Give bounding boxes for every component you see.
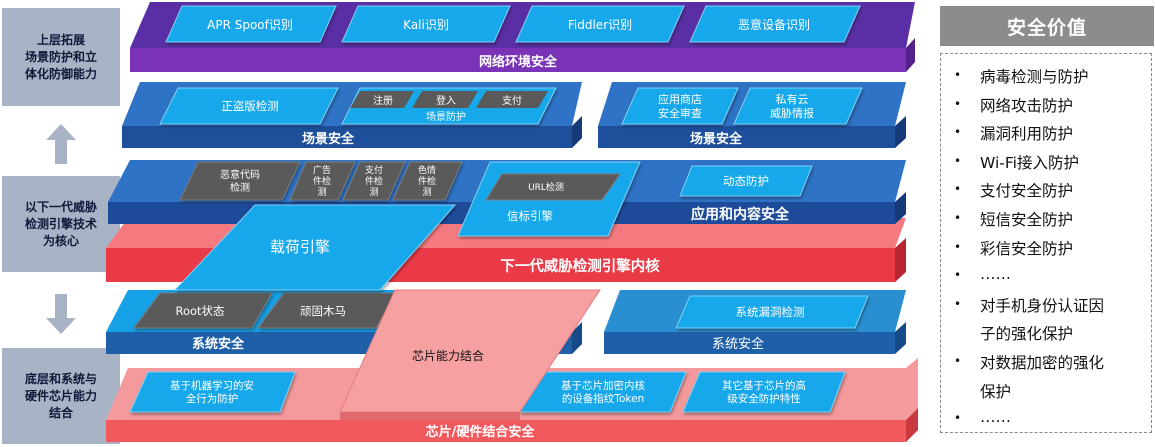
pay-detect-box — [342, 161, 406, 201]
bullet-icon: • — [954, 239, 962, 254]
security-value-text: Wi-Fi接入防护 — [980, 153, 1079, 172]
bullet-icon: • — [954, 125, 962, 140]
network-layer-title: 网络环境安全 — [479, 54, 558, 70]
private-cloud-box — [733, 87, 863, 125]
network-layer-front — [130, 48, 906, 72]
chip-combo-label: 芯片能力结合 — [412, 348, 484, 363]
stage-bottom-label: 底层和系统与 硬件芯片能力 结合 — [2, 348, 120, 444]
stage-upper-label: 上层拓展 场景防护和立 体化防御能力 — [2, 8, 120, 106]
other-chip-box — [682, 371, 846, 413]
system-layer-left-title: 系统安全 — [192, 336, 245, 352]
bullet-icon: • — [954, 96, 962, 111]
bullet-icon: • — [954, 411, 962, 426]
scene-protect-label: 场景防护 — [426, 110, 466, 123]
ml-behavior-box — [129, 371, 296, 413]
pay-detect-label: 支付件检测 — [365, 164, 383, 198]
security-layer-diagram: 芯片/硬件结合安全 系统安全 Root状态 顽固木马 系统安全 系统漏洞检测 芯… — [106, 2, 918, 442]
multiline-labels: 基于机器学习的安全行为防护 基于芯片加密内核的设备指纹Token 其它基于芯片的高级… — [170, 92, 814, 405]
piracy-label: 正盗版检测 — [221, 99, 279, 113]
security-value-text: 漏洞利用防护 — [980, 125, 1074, 144]
register-label: 注册 — [373, 94, 393, 107]
payload-engine-block: 载荷引擎 — [173, 204, 457, 291]
login-label: 登入 — [436, 94, 456, 107]
private-cloud-label: 私有云威胁情报 — [770, 92, 814, 120]
security-value-text: …… — [980, 408, 1011, 427]
login-chip — [412, 91, 478, 108]
vuln-label: 系统漏洞检测 — [736, 305, 805, 319]
beacon-engine-label: 信标引擎 — [507, 209, 553, 223]
security-value-text: 对数据加密的强化 — [980, 354, 1105, 372]
network-layer: 网络环境安全 APR Spoof识别 Kali识别 Fiddler识别 恶意设备… — [130, 2, 915, 72]
apr-spoof-label: APR Spoof识别 — [207, 18, 293, 32]
bullet-icon: • — [954, 182, 962, 197]
scene-layer-right: 场景安全 — [598, 82, 906, 148]
kali-label: Kali识别 — [403, 18, 449, 32]
security-value-text: 病毒检测与防护 — [980, 68, 1089, 86]
security-value-text: …… — [980, 265, 1011, 284]
bullet-icon: • — [954, 211, 962, 225]
system-layer-right-title: 系统安全 — [712, 336, 764, 352]
ad-detect-label: 广告件检测 — [313, 164, 331, 198]
security-value-panel: 安全价值 • 病毒检测与防护 • 网络攻击防护 • 漏洞利用防护 • Wi-Fi接入防护 • 支付… — [940, 6, 1154, 434]
scene-layer-left-title: 场景安全 — [302, 131, 355, 147]
pay-chip — [476, 91, 548, 108]
dynamic-protect-label: 动态防护 — [723, 174, 769, 188]
trojan-label: 顽固木马 — [300, 304, 346, 318]
security-value-text: 支付安全防护 — [980, 182, 1074, 201]
porn-detect-label: 色情件检测 — [418, 164, 436, 198]
malicious-code-label: 恶意代码检测 — [220, 168, 260, 194]
fiddler-label: Fiddler识别 — [568, 18, 632, 32]
app-store-label: 应用商店安全审查 — [658, 92, 702, 120]
bullet-icon: • — [954, 153, 962, 168]
ml-behavior-label: 基于机器学习的安全行为防护 — [170, 379, 254, 405]
porn-detect-box — [392, 161, 463, 201]
engine-layer-title: 下一代威胁检测引擎内核 — [500, 257, 660, 275]
malicious-device-box — [689, 5, 861, 43]
security-value-text: 子的强化保护 — [980, 325, 1074, 344]
kali-box — [341, 5, 511, 43]
security-value-list: • 病毒检测与防护 • 网络攻击防护 • 漏洞利用防护 • Wi-Fi接入防护 • 支付安全防护 •… — [940, 53, 1152, 433]
scene-layer-right-title: 场景安全 — [690, 131, 743, 147]
ad-detect-box — [289, 161, 356, 201]
malicious-code-box — [179, 161, 301, 201]
url-detect-label: URL检测 — [528, 181, 564, 193]
chip-layer-title: 芯片/硬件结合安全 — [426, 424, 536, 440]
chip-combine-block: 芯片能力结合 — [339, 289, 601, 420]
bullet-icon: • — [954, 268, 962, 283]
register-chip — [350, 91, 414, 108]
piracy-box — [159, 87, 339, 125]
apr-spoof-box — [165, 5, 337, 43]
system-layer-right: 系统安全 系统漏洞检测 — [604, 290, 906, 354]
trojan-box — [257, 292, 397, 329]
bullet-icon: • — [954, 354, 962, 368]
security-value-text: 网络攻击防护 — [980, 96, 1074, 115]
app-layer-title: 应用和内容安全 — [691, 206, 790, 223]
app-store-box — [621, 87, 739, 125]
malicious-device-label: 恶意设备识别 — [738, 17, 810, 32]
root-box — [133, 292, 273, 329]
arrow-up-icon — [46, 124, 76, 164]
payload-engine-label: 载荷引擎 — [270, 238, 330, 256]
security-value-text: 彩信安全防护 — [980, 239, 1074, 258]
bullet-icon: • — [954, 68, 962, 82]
security-value-text: 保护 — [980, 382, 1012, 401]
fiddler-box — [515, 5, 685, 43]
security-value-title: 安全价值 — [940, 6, 1154, 46]
token-label: 基于芯片加密内核的设备指纹Token — [561, 379, 645, 405]
vuln-box — [675, 295, 869, 329]
chip-layer-front — [106, 420, 906, 442]
bullet-icon: • — [954, 296, 962, 311]
root-label: Root状态 — [175, 304, 225, 318]
stage-middle-label: 以下一代威胁 检测引擎技术 为核心 — [2, 176, 120, 272]
other-chip-label: 其它基于芯片的高级安全防护特性 — [722, 379, 806, 405]
url-detect-box — [485, 173, 621, 201]
arrow-down-icon — [46, 294, 76, 334]
dynamic-protect-box — [679, 165, 813, 197]
pay-label: 支付 — [502, 94, 522, 107]
scene-layer-left: 场景安全 正盗版检测 注册 登入 支付 场景防护 — [122, 82, 582, 148]
security-value-text: 对手机身份认证因 — [980, 296, 1105, 315]
security-value-text: 短信安全防护 — [980, 211, 1074, 229]
